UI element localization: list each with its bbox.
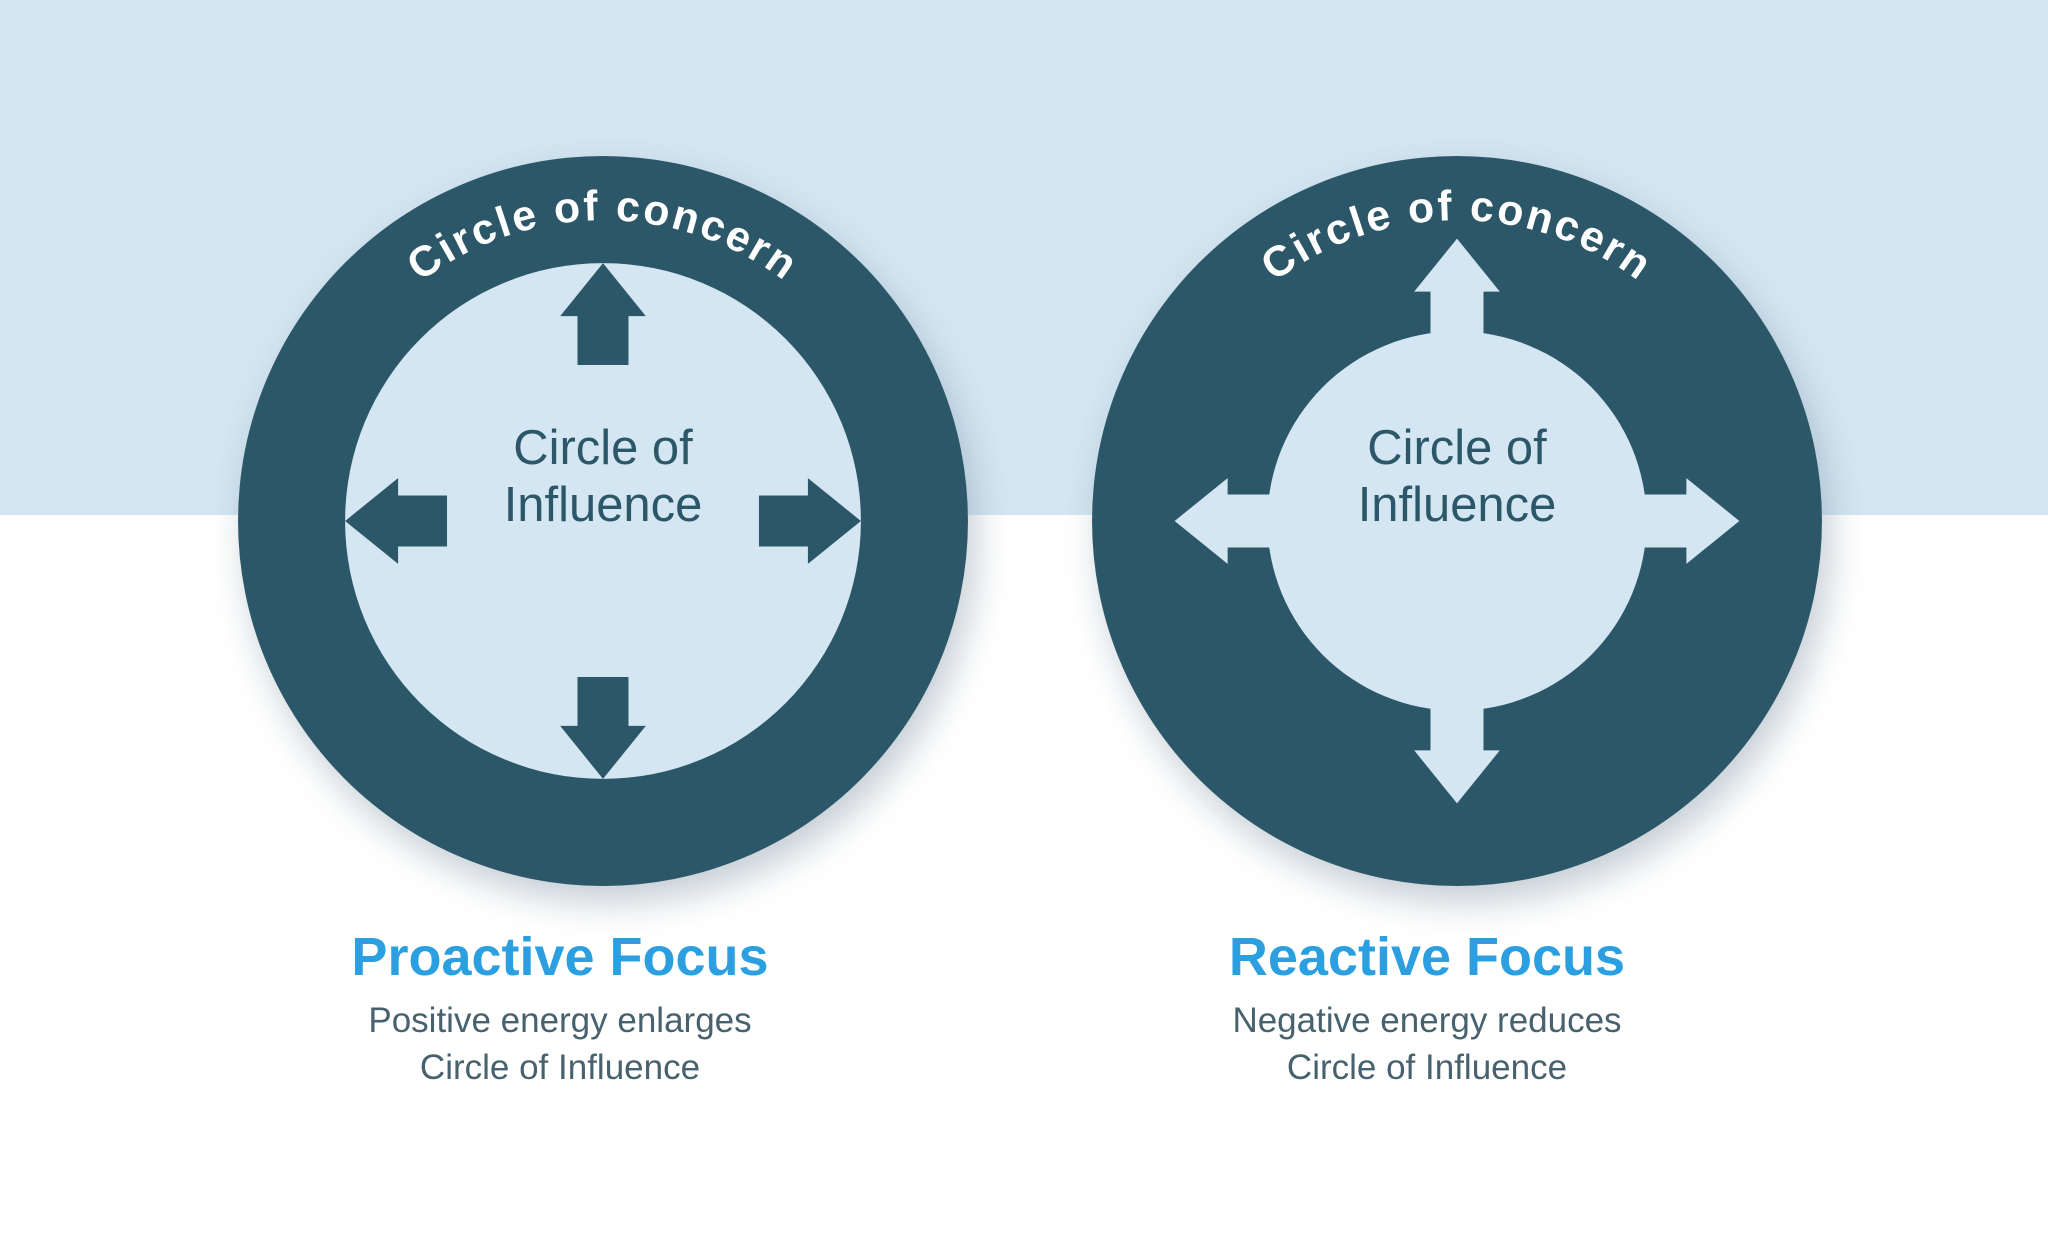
- arrow-down-icon: [1414, 663, 1500, 804]
- arrow-up-icon: [1414, 238, 1500, 379]
- center-label-line1: Circle of: [513, 421, 693, 475]
- proactive-caption-line2: Circle of Influence: [419, 1047, 701, 1087]
- influence-compass-group: [1174, 238, 1740, 804]
- arrow-left-icon: [345, 478, 448, 564]
- reactive-heading: Reactive Focus: [1228, 927, 1626, 987]
- arrow-right-icon: [1599, 478, 1740, 564]
- center-label-line2: Influence: [1358, 478, 1557, 532]
- reactive-circle-diagram: Circle of concern Circle of Influence: [1092, 156, 1822, 886]
- arrow-left-icon: [1174, 478, 1315, 564]
- arrow-up-icon: [560, 263, 646, 366]
- circle-of-influence-area: [345, 263, 861, 779]
- reactive-caption-line2: Circle of Influence: [1286, 1047, 1568, 1087]
- reactive-caption: Negative energy reduces Circle of Influe…: [1067, 998, 1787, 1092]
- outward-arrows-group: [345, 263, 861, 779]
- proactive-caption: Positive energy enlarges Circle of Influ…: [200, 998, 920, 1092]
- reactive-caption-line1: Negative energy reduces: [1232, 1001, 1622, 1040]
- proactive-caption-line1: Positive energy enlarges: [368, 1001, 752, 1040]
- proactive-heading: Proactive Focus: [351, 927, 769, 987]
- arrow-right-icon: [758, 478, 861, 564]
- proactive-circle-diagram: Circle of concern Circle of Influence: [238, 156, 968, 886]
- arrow-down-icon: [560, 676, 646, 779]
- center-label-line1: Circle of: [1367, 421, 1547, 475]
- circle-of-influence-area: [1267, 331, 1647, 711]
- center-label-line2: Influence: [504, 478, 703, 532]
